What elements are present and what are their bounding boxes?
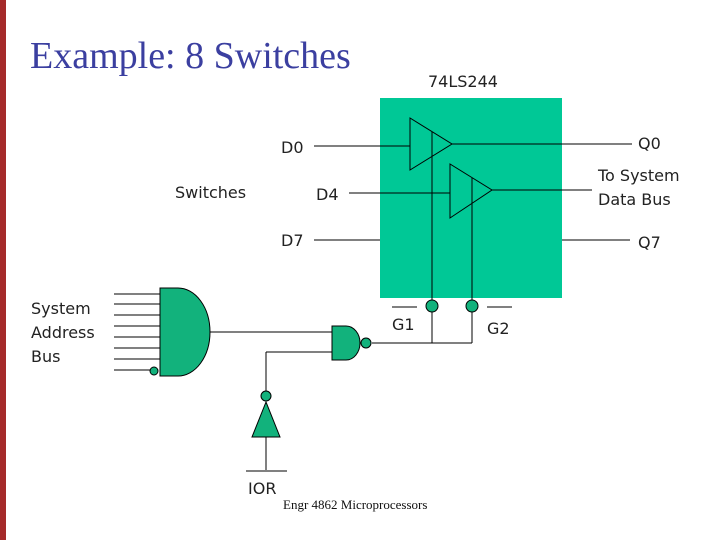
input-label-d7: D7 — [281, 231, 304, 250]
slide-footer: Engr 4862 Microprocessors — [283, 497, 428, 512]
slide-title: Example: 8 Switches — [30, 35, 351, 77]
nand-gate — [331, 325, 361, 361]
accent-bar — [0, 0, 6, 540]
output-label-q0: Q0 — [638, 134, 661, 153]
ior-label: IOR — [248, 479, 277, 498]
address-label-line3: Bus — [31, 347, 61, 366]
g1-label: G1 — [392, 315, 415, 334]
address-invert-bubble — [149, 366, 159, 376]
g2-label: G2 — [487, 319, 510, 338]
tri-state-buffer-1 — [409, 117, 453, 171]
address-label-line2: Address — [31, 323, 95, 342]
to-system-label-line2: Data Bus — [598, 190, 671, 209]
tri-state-buffer-2 — [449, 163, 493, 219]
output-label-q7: Q7 — [638, 233, 661, 252]
g2-bubble — [465, 299, 479, 313]
to-system-label-line1: To System — [598, 166, 680, 185]
inverter-gate — [251, 400, 281, 438]
address-label-line1: System — [31, 299, 91, 318]
chip-label: 74LS244 — [428, 72, 498, 91]
address-bus-lines — [114, 293, 160, 371]
and-gate — [159, 287, 211, 377]
inverter-bubble — [260, 390, 272, 402]
nand-bubble — [360, 337, 372, 349]
input-label-d4: D4 — [316, 185, 339, 204]
g1-bubble — [425, 299, 439, 313]
input-label-d0: D0 — [281, 138, 304, 157]
switches-label: Switches — [175, 183, 247, 202]
